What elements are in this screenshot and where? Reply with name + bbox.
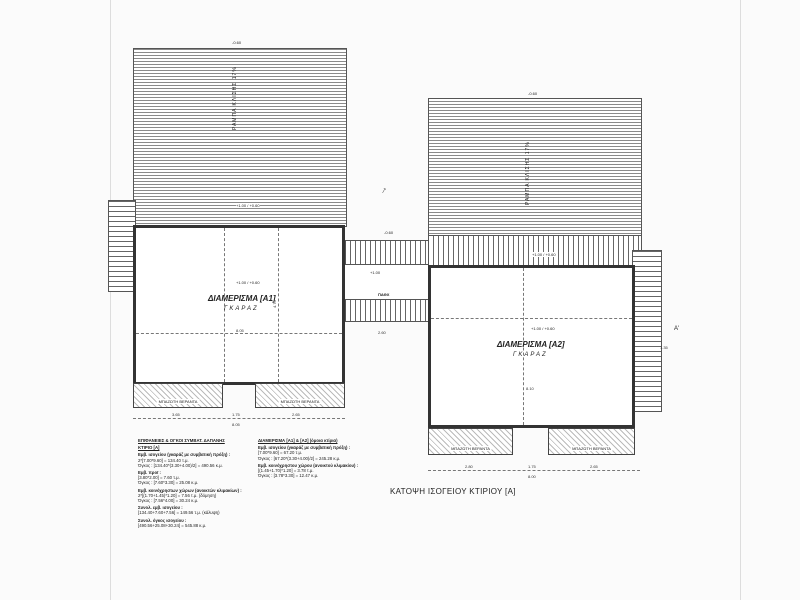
note-value: Όγκος : [7.56*4.00] = 30.24 κ.μ.	[138, 498, 199, 504]
drawing-title: ΚΑΤΟΨΗ ΙΣΟΓΕΙΟΥ ΚΤΙΡΙΟΥ [Α]	[390, 487, 516, 496]
note-value: Όγκος : [3.78*3.30] = 12.47 κ.μ.	[258, 473, 319, 479]
note-value: 2*[(1.70+1.45)*1.20] = 7.56 τ.μ. (δόμηση…	[138, 492, 217, 498]
ramp-level: -0.60	[232, 40, 242, 45]
level: -0.60	[384, 230, 394, 235]
note-entry: Όγκος : [67.20*(3.30+4.00)/2] = 245.28 κ…	[258, 456, 358, 461]
axis-line	[523, 268, 524, 425]
verandah: ΜΠΑΖΩΤΗ ΒΕΡΑΝΤΑ	[255, 383, 345, 408]
note-entry: Εμβ. ισογείου (γκαράζ με συμβατική πρόξη…	[138, 452, 242, 462]
dimension: 1.35	[660, 345, 668, 350]
dimension: 3.65	[172, 412, 180, 417]
note-entry: Εμβ. προϊ :[3.80*2.00] = 7.60 τ.μ.	[138, 470, 242, 480]
note-label: Εμβ. προϊ :	[138, 470, 161, 476]
axis-line	[224, 228, 225, 382]
room-a1: +1.00 / +0.60 ΔΙΑΜΕΡΙΣΜΑ [Α1] ΓΚΑΡΑΖ 8.0…	[133, 225, 345, 385]
ramp-level: -0.60	[528, 91, 538, 96]
verandah-label: ΜΠΑΖΩΤΗ ΒΕΡΑΝΤΑ	[449, 446, 492, 451]
note-label: Συνολ. όγκος ισογείου :	[138, 517, 187, 523]
staircase	[108, 200, 136, 292]
note-label: Εμβ. ισογείου (γκαράζ με συμβατική πρόξη…	[138, 452, 231, 458]
note-label: Εμβ. κοινόχρηστων χώρων (ανοικτών κλιμακ…	[138, 487, 242, 493]
paper-fold	[110, 0, 111, 600]
notes-building: ΚΤΙΡΙΟ [Α]	[138, 445, 160, 451]
verandah-label: ΜΠΑΖΩΤΗ ΒΕΡΑΝΤΑ	[156, 399, 200, 404]
room-level: +1.00 / +0.60	[531, 326, 555, 331]
note-entry: Εμβ. ισογείου (γκαράζ με συμβατική πρόξη…	[258, 445, 358, 455]
ramp-bottom-level: +1.00 / +0.60	[236, 203, 260, 208]
dimension: 2.80	[465, 464, 473, 469]
note-value: Όγκος : [7.60*3.30] = 25.08 κ.μ.	[138, 480, 199, 486]
note-value: Όγκος : [67.20*(3.30+4.00)/2] = 245.28 κ…	[258, 455, 341, 461]
paper-fold	[740, 0, 741, 600]
note-entry: Όγκος : [7.60*3.30] = 25.08 κ.μ.	[138, 480, 242, 485]
note-entry: Όγκος : [3.78*3.30] = 12.47 κ.μ.	[258, 473, 358, 478]
ramp-bottom-level: +1.00 / +0.60	[532, 252, 556, 257]
note-value: [7.00*9.60] = 67.20 τ.μ.	[258, 450, 303, 456]
section-line	[136, 333, 342, 334]
dimension: 1.75	[232, 412, 240, 417]
note-value: Όγκος : [134.40*(3.30+4.00)/2] = 490.56 …	[138, 462, 223, 468]
notes-mid: ΔΙΑΜΕΡΙΣΜΑ [Α1] & [Α2] (όμοια κτίρια) Εμ…	[258, 438, 358, 478]
staircase	[632, 250, 662, 412]
note-entry: Εμβ. κοινόχρηστων χώρων (ανοικτών κλιμακ…	[138, 488, 242, 498]
notes-lines: Εμβ. ισογείου (γκαράζ με συμβατική πρόξη…	[138, 452, 242, 528]
dimension: 1.75	[528, 464, 536, 469]
dimension: 2.65	[590, 464, 598, 469]
section-line	[431, 318, 632, 319]
note-value: [(1.45+1.70)*1.20] = 3.78 τ.μ.	[258, 468, 314, 474]
verandah-label: ΜΠΑΖΩΤΗ ΒΕΡΑΝΤΑ	[570, 446, 613, 451]
dimension: 8.10	[526, 386, 534, 391]
room-a2: +1.00 / +0.60 ΔΙΑΜΕΡΙΣΜΑ [Α2] ΓΚΑΡΑΖ 8.1…	[428, 265, 635, 428]
ramp	[133, 48, 347, 227]
notes-left: ΕΠΙΦΑΝΕΙΕΣ & ΟΓΚΟΙ ΣΥΜΒΑΤ. ΔΑΠΑΝΗΣ ΚΤΙΡΙ…	[138, 438, 242, 528]
note-entry: Εμβ. κοινόχρηστου χώρου (ανοικτού κλιμακ…	[258, 463, 358, 473]
note-label: Συνολ. εμβ. ισογείου :	[138, 505, 183, 511]
dimension: 8.00	[528, 474, 536, 479]
dimension-line	[133, 418, 345, 419]
note-entry: Όγκος : [134.40*(3.30+4.00)/2] = 490.56 …	[138, 463, 242, 468]
level: +1.00	[370, 270, 381, 275]
steps	[428, 235, 642, 267]
verandah-label: ΜΠΑΖΩΤΗ ΒΕΡΑΝΤΑ	[278, 399, 322, 404]
room-title: ΔΙΑΜΕΡΙΣΜΑ [Α1]	[208, 294, 276, 303]
dimension: 8.05	[232, 422, 240, 427]
notes-heading: ΕΠΙΦΑΝΕΙΕΣ & ΟΓΚΟΙ ΣΥΜΒΑΤ. ΔΑΠΑΝΗΣ	[138, 438, 225, 443]
room-subtitle: ΓΚΑΡΑΖ	[513, 352, 548, 358]
room-subtitle: ΓΚΑΡΑΖ	[224, 306, 259, 312]
landing-label: ΠΑΘΧ	[378, 292, 390, 297]
note-value: [3.80*2.00] = 7.60 τ.μ.	[138, 475, 180, 481]
dimension-line	[428, 470, 640, 471]
note-value: 2*[7.00*9.60] = 134.40 τ.μ.	[138, 457, 189, 463]
section-mark: Α'	[674, 326, 680, 332]
note-entry: Συνολ. εμβ. ισογείου :[134.40+7.60+7.56]…	[138, 505, 242, 515]
verandah: ΜΠΑΖΩΤΗ ΒΕΡΑΝΤΑ	[133, 383, 223, 408]
ramp-label: ΡΑΜΠΑ ΚΛΙΣΗΣ 17%	[232, 66, 238, 130]
room-level: +1.00 / +0.60	[236, 280, 260, 285]
steps	[345, 298, 430, 322]
note-value: [134.40+7.60+7.56] = 149.56 τ.μ. (κάλυψη…	[138, 510, 220, 516]
notes-heading: ΔΙΑΜΕΡΙΣΜΑ [Α1] & [Α2] (όμοια κτίρια)	[258, 438, 338, 443]
axis-line	[278, 228, 279, 382]
landing	[345, 264, 428, 300]
note-entry: Συνολ. όγκος ισογείου :[490.56+25.08+30.…	[138, 518, 242, 528]
notes-lines: Εμβ. ισογείου (γκαράζ με συμβατική πρόξη…	[258, 445, 358, 478]
note-entry: Όγκος : [7.56*4.00] = 30.24 κ.μ.	[138, 498, 242, 503]
dimension: 2.65	[292, 412, 300, 417]
ramp-label: ΡΑΜΠΑ ΚΛΙΣΗΣ 17%	[525, 141, 531, 205]
verandah: ΜΠΑΖΩΤΗ ΒΕΡΑΝΤΑ	[428, 428, 513, 455]
dimension: 8.05	[236, 328, 244, 333]
note-label: Εμβ. ισογείου (γκαράζ με συμβατική πρόξη…	[258, 445, 351, 451]
dimension: 4.70	[272, 300, 277, 308]
north-arrow-icon: ↑	[379, 184, 389, 196]
room-title: ΔΙΑΜΕΡΙΣΜΑ [Α2]	[497, 340, 565, 349]
dimension: 2.60	[378, 330, 386, 335]
ramp	[428, 98, 642, 237]
note-value: [490.56+25.08+30.24] = 545.88 κ.μ.	[138, 522, 207, 528]
verandah: ΜΠΑΖΩΤΗ ΒΕΡΑΝΤΑ	[548, 428, 635, 455]
steps	[345, 240, 430, 266]
note-label: Εμβ. κοινόχρηστου χώρου (ανοικτού κλιμακ…	[258, 462, 359, 468]
